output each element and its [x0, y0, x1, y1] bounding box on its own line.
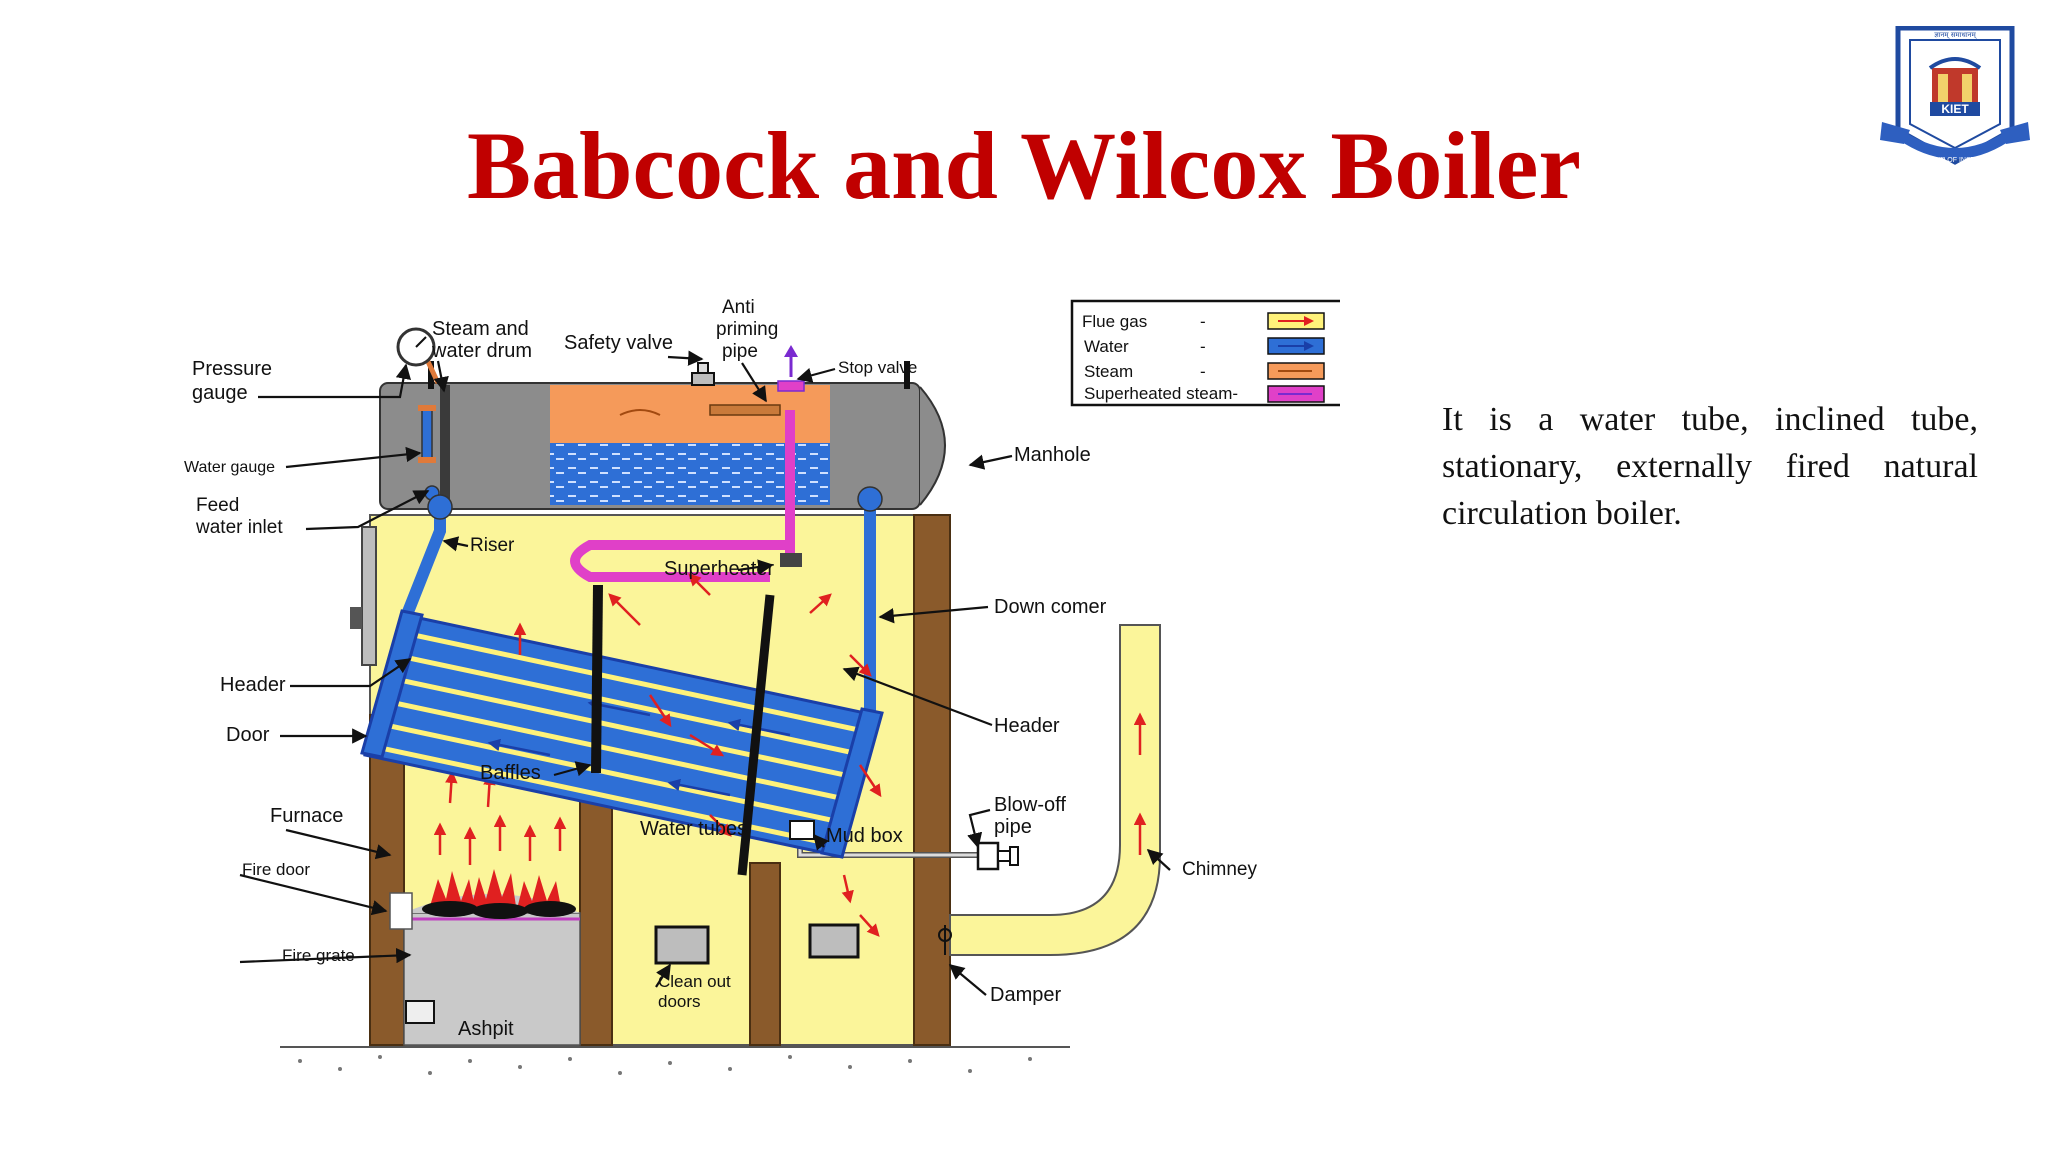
label-clean-out-1: Clean out [658, 972, 731, 991]
label-pressure-gauge-1: Pressure [192, 358, 272, 380]
label-damper: Damper [990, 984, 1061, 1006]
label-stop-valve: Stop valve [838, 358, 917, 377]
legend-dash-water: - [1200, 337, 1206, 356]
slide-title: Babcock and Wilcox Boiler [467, 112, 1581, 219]
label-riser: Riser [470, 535, 515, 556]
boiler-diagram: Flue gas - Water - Steam - Superheated s… [184, 297, 1340, 1075]
slide-description: It is a water tube, inclined tube, stati… [1442, 401, 1978, 532]
label-fire-door: Fire door [242, 860, 310, 879]
logo-ring-text: KIET GROUP OF INSTITUTIONS [1902, 157, 2007, 164]
legend-label-steam: Steam [1084, 362, 1133, 381]
label-water-tubes: Water tubes [640, 818, 747, 840]
institution-logo: KIET ज्ञानम् समाधानम् KIET GROUP OF INST… [1880, 26, 2030, 165]
label-header-right: Header [994, 715, 1060, 737]
label-baffles: Baffles [480, 762, 541, 784]
label-steam-drum-1: Steam and [432, 318, 529, 340]
label-down-comer: Down comer [994, 596, 1107, 618]
label-water-gauge: Water gauge [184, 459, 275, 476]
logo-text: KIET [1941, 102, 1969, 116]
label-safety-valve: Safety valve [564, 332, 673, 354]
label-superheater: Superheater [664, 558, 774, 580]
label-anti-priming-2: priming [716, 319, 778, 340]
label-chimney: Chimney [1182, 859, 1257, 880]
legend-dash-flue-gas: - [1200, 312, 1206, 331]
label-fire-grate: Fire grate [282, 946, 355, 965]
legend-dash-steam: - [1200, 362, 1206, 381]
label-clean-out-2: doors [658, 992, 701, 1011]
label-header-left: Header [220, 674, 286, 696]
label-blow-off-2: pipe [994, 816, 1032, 838]
legend-label-superheated-steam: Superheated steam- [1084, 384, 1238, 403]
label-feed-inlet-1: Feed [196, 495, 239, 516]
label-pressure-gauge-2: gauge [192, 382, 248, 404]
legend-label-flue-gas: Flue gas [1082, 312, 1147, 331]
label-door: Door [226, 724, 270, 746]
label-steam-drum-2: water drum [431, 340, 532, 362]
label-ashpit: Ashpit [458, 1018, 514, 1040]
label-anti-priming-3: pipe [722, 341, 758, 362]
logo-motto: ज्ञानम् समाधानम् [1934, 31, 1977, 39]
label-furnace: Furnace [270, 805, 343, 827]
label-anti-priming-1: Anti [722, 297, 755, 318]
label-manhole: Manhole [1014, 444, 1091, 466]
legend-label-water: Water [1084, 337, 1129, 356]
label-blow-off-1: Blow-off [994, 794, 1066, 816]
label-mud-box: Mud box [826, 825, 903, 847]
label-feed-inlet-2: water inlet [195, 517, 283, 538]
